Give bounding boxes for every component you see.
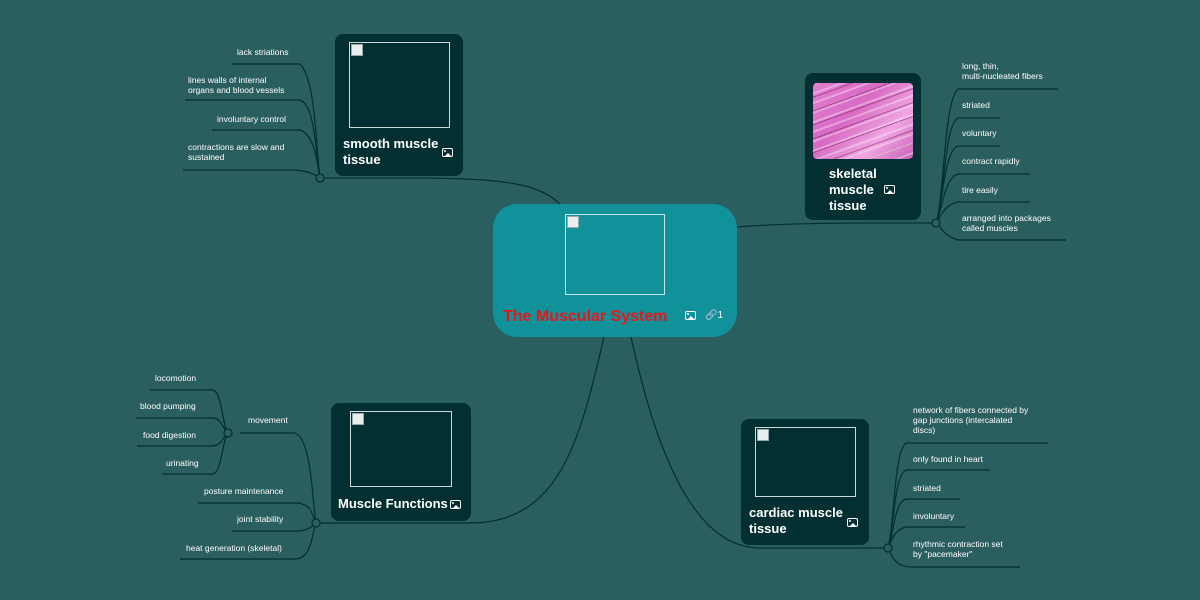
central-topic[interactable]: The Muscular System 🔗1 — [493, 204, 737, 337]
broken-image-icon — [351, 44, 363, 56]
leaf-urinating[interactable]: urinating — [166, 458, 199, 468]
broken-image-icon — [352, 413, 364, 425]
central-image-placeholder — [565, 214, 665, 295]
leaf-involuntary[interactable]: involuntary — [913, 511, 955, 521]
topic-skeletal-muscle[interactable]: skeletal muscle tissue — [805, 73, 921, 220]
leaf-arranged-packages[interactable]: arranged into packages called muscles — [962, 213, 1051, 233]
topic-muscle-functions[interactable]: Muscle Functions — [331, 403, 471, 521]
functions-image-placeholder — [350, 411, 452, 487]
skeletal-muscle-image — [813, 83, 913, 159]
leaf-only-found-in-heart[interactable]: only found in heart — [913, 454, 983, 464]
cardiac-title: cardiac muscle tissue — [749, 505, 843, 536]
leaf-food-digestion[interactable]: food digestion — [143, 430, 196, 440]
leaf-network-of-fibers[interactable]: network of fibers connected by gap junct… — [913, 405, 1029, 435]
leaf-contract-rapidly[interactable]: contract rapidly — [962, 156, 1020, 166]
movement-collapse-handle — [223, 428, 233, 438]
image-icon[interactable] — [450, 500, 461, 509]
leaf-striated[interactable]: striated — [962, 100, 990, 110]
image-icon[interactable] — [685, 311, 696, 320]
leaf-involuntary-control[interactable]: involuntary control — [217, 114, 286, 124]
link-count: 1 — [717, 310, 724, 321]
leaf-movement[interactable]: movement — [248, 415, 288, 425]
leaf-lack-striations[interactable]: lack striations — [237, 47, 289, 57]
leaf-posture-maintenance[interactable]: posture maintenance — [204, 486, 284, 496]
cardiac-image-placeholder — [755, 427, 856, 497]
leaf-blood-pumping[interactable]: blood pumping — [140, 401, 196, 411]
leaf-striated-cardiac[interactable]: striated — [913, 483, 941, 493]
leaf-lines-walls[interactable]: lines walls of internal organs and blood… — [188, 75, 285, 95]
skeletal-title: skeletal muscle tissue — [829, 166, 877, 213]
smooth-title: smooth muscle tissue — [343, 136, 439, 167]
leaf-contractions-slow[interactable]: contractions are slow and sustained — [188, 142, 285, 162]
central-title: The Muscular System — [503, 308, 668, 325]
image-icon[interactable] — [884, 185, 895, 194]
leaf-joint-stability[interactable]: joint stability — [237, 514, 284, 524]
link-icon[interactable]: 🔗1 — [705, 310, 724, 321]
functions-collapse-handle — [311, 518, 321, 528]
smooth-collapse-handle — [315, 173, 325, 183]
topic-smooth-muscle[interactable]: smooth muscle tissue — [335, 34, 463, 176]
leaf-long-thin[interactable]: long, thin, multi-nucleated fibers — [962, 61, 1043, 81]
leaf-locomotion[interactable]: locomotion — [155, 373, 197, 383]
leaf-heat-generation[interactable]: heat generation (skeletal) — [186, 543, 282, 553]
leaf-rhythmic-contraction[interactable]: rhythmic contraction set by "pacemaker" — [913, 539, 1003, 559]
broken-image-icon — [757, 429, 769, 441]
broken-image-icon — [567, 216, 579, 228]
topic-cardiac-muscle[interactable]: cardiac muscle tissue — [741, 419, 869, 545]
cardiac-collapse-handle — [883, 543, 893, 553]
leaf-voluntary[interactable]: voluntary — [962, 128, 997, 138]
functions-title: Muscle Functions — [338, 496, 448, 511]
skeletal-collapse-handle — [931, 218, 941, 228]
smooth-image-placeholder — [349, 42, 450, 128]
leaf-tire-easily[interactable]: tire easily — [962, 185, 998, 195]
image-icon[interactable] — [847, 518, 858, 527]
image-icon[interactable] — [442, 148, 453, 157]
